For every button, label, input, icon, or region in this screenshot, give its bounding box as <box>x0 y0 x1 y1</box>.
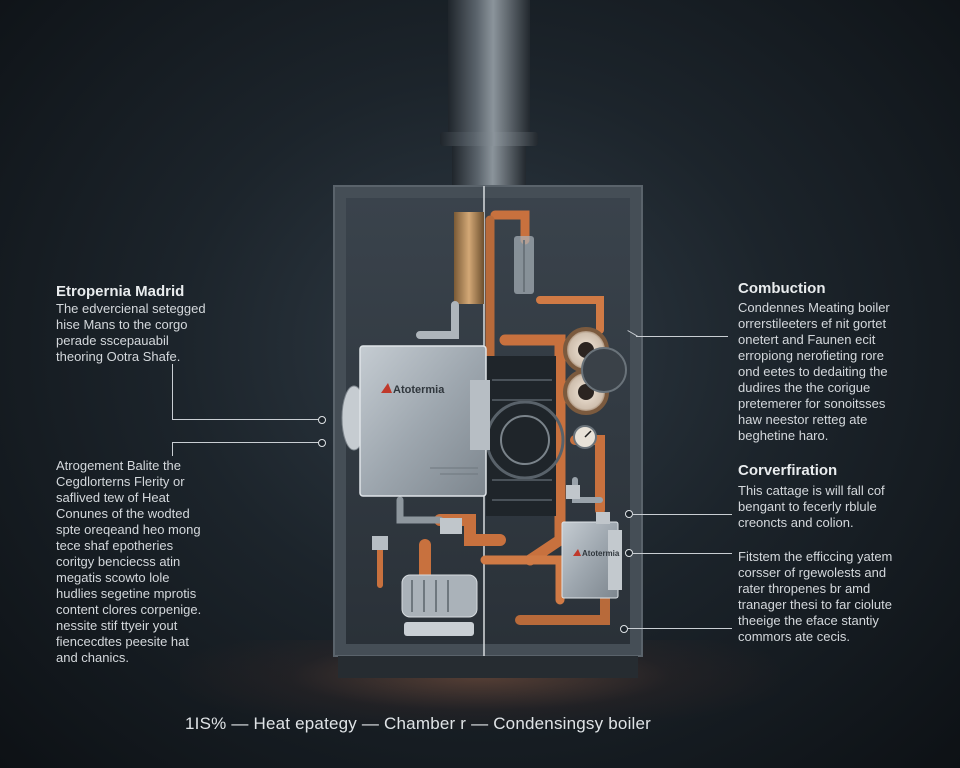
right-line: haw neestor retteg ate <box>738 412 868 427</box>
right-line: orrerstileeters ef nit gortet <box>738 316 887 331</box>
leader-dot <box>620 625 628 633</box>
left-bottom-line: spte oreqeand heo mong <box>56 522 201 537</box>
left-bottom-line: Conunes of the wodted <box>56 506 190 521</box>
leader-line <box>172 442 322 443</box>
brand-label-main: Atotermia <box>393 384 445 396</box>
right-line: corsser of rgewolests and <box>738 565 887 580</box>
right-line: onetert and Faunen ecit <box>738 332 876 347</box>
burner-unit <box>341 345 490 497</box>
right-heading-combustion: Combuction <box>738 280 826 297</box>
leader-line <box>172 442 173 456</box>
leader-line <box>627 628 732 629</box>
valves <box>372 485 610 550</box>
leader-dot <box>318 439 326 447</box>
leader-line <box>636 336 728 337</box>
pressure-gauges <box>563 327 627 449</box>
right-line: pretemerer for sonoitsses <box>738 396 886 411</box>
right-text-conversion: This cattage is will fall cof bengant to… <box>738 483 948 531</box>
right-line: theeige the eface stantiy <box>738 613 879 628</box>
left-bottom-line: and chanics. <box>56 650 129 665</box>
left-bottom-text: Atrogement Balite the Cegdlorterns Fleri… <box>56 458 276 666</box>
left-heading: Etropernia Madrid <box>56 283 185 300</box>
right-line: rater thropenes br amd <box>738 581 871 596</box>
right-heading-conversion: Corverfiration <box>738 462 838 479</box>
bottom-caption: 1IS% — Heat epategy — Chamber r — Conden… <box>185 714 652 733</box>
left-bottom-line: tece shaf epotheries <box>56 538 174 553</box>
left-bottom-line: coritgy benciecss atin <box>56 554 181 569</box>
left-bottom-line: saflived tew of Heat <box>56 490 170 505</box>
control-box <box>561 521 622 599</box>
left-bottom-line: content clores corpenige. <box>56 602 202 617</box>
left-top-line: The edvercienal setegged <box>56 301 206 316</box>
left-bottom-line: Atrogement Balite the <box>56 458 182 473</box>
pump-motor <box>401 574 478 636</box>
left-top-line: theoring Ootra Shafe. <box>56 349 181 364</box>
right-line: creoncts and colion. <box>738 515 854 530</box>
left-bottom-line: hudlies segetine mprotis <box>56 586 197 601</box>
left-top-line: hise Mans to the corgo <box>56 317 188 332</box>
right-line: Condennes Meating boiler <box>738 300 890 315</box>
right-text-system: Fitstem the efficcing yatem corsser of r… <box>738 549 948 645</box>
right-line: ond eetes to dedaiting the <box>738 364 888 379</box>
right-line: erropiong nerofieting rore <box>738 348 884 363</box>
right-line: beghetine haro. <box>738 428 829 443</box>
sight-glass-tube <box>514 236 534 294</box>
brand-label-small: Atotermia <box>582 549 620 558</box>
left-bottom-line: Cegdlorterns Flerity or <box>56 474 185 489</box>
left-bottom-line: nessite stif ttyeir yout <box>56 618 178 633</box>
right-line: bengant to fecerly rblule <box>738 499 877 514</box>
right-line: Fitstem the efficcing yatem <box>738 549 893 564</box>
left-top-text: The edvercienal setegged hise Mans to th… <box>56 301 276 365</box>
right-line: tranager thesi to far ciolute <box>738 597 892 612</box>
right-line: This cattage is will fall cof <box>738 483 885 498</box>
leader-line <box>632 553 732 554</box>
flue-pipe <box>440 0 538 188</box>
left-bottom-line: fiencecdtes peesite hat <box>56 634 189 649</box>
left-top-line: perade sscepauabil <box>56 333 169 348</box>
leader-line <box>632 514 732 515</box>
left-bottom-line: megatis scowto lole <box>56 570 170 585</box>
brand-logo-small-icon <box>573 549 581 556</box>
leader-dot <box>318 416 326 424</box>
leader-line <box>172 364 173 420</box>
right-text-combustion: Condennes Meating boiler orrerstileeters… <box>738 300 948 444</box>
right-line: dudires the the corigue <box>738 380 871 395</box>
leader-line <box>172 419 322 420</box>
right-line: commors ate cecis. <box>738 629 850 644</box>
heat-exchanger-core <box>485 356 565 516</box>
brand-logo-icon <box>381 383 392 393</box>
